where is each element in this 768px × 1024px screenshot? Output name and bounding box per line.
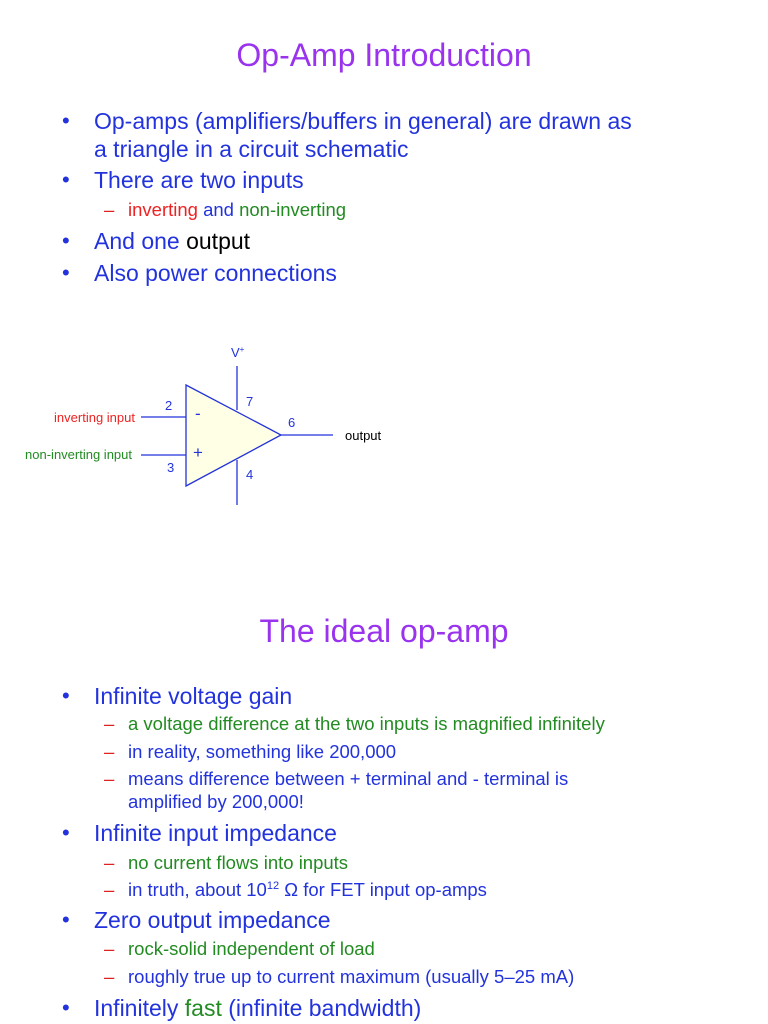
bullet-item: • Infinitely fast (infinite bandwidth) xyxy=(62,994,742,1022)
bullet-item: • There are two inputs xyxy=(62,166,742,194)
sub-bullet-text: rock-solid independent of load xyxy=(128,938,375,959)
bullet-icon: • xyxy=(62,907,70,932)
sub-bullet-text: inverting and non-inverting xyxy=(128,199,347,220)
sub-bullet-item: – in truth, about 1012 Ω for FET input o… xyxy=(104,878,744,901)
bullet-icon: • xyxy=(62,995,70,1020)
pin-3-label: 3 xyxy=(167,460,174,475)
slide-title: The ideal op-amp xyxy=(259,613,509,649)
bullet-item: • Also power connections xyxy=(62,259,742,287)
bullet-icon: • xyxy=(62,108,70,133)
bullet-text: Op-amps (amplifiers/buffers in general) … xyxy=(94,108,632,162)
dash-icon: – xyxy=(104,199,115,220)
bullet-text: There are two inputs xyxy=(94,167,304,193)
pin-4-label: 4 xyxy=(246,467,253,482)
dash-icon: – xyxy=(104,713,115,734)
slide-op-amp-introduction: Op-Amp Introduction • Op-amps (amplifier… xyxy=(25,37,744,512)
dash-icon: – xyxy=(104,879,115,900)
dash-icon: – xyxy=(104,852,115,873)
sub-bullet-item: – roughly true up to current maximum (us… xyxy=(104,965,744,988)
bullet-text: Infinite input impedance xyxy=(94,820,337,846)
sub-bullet-text: means difference between + terminal and … xyxy=(128,768,569,812)
op-amp-schematic: V+ V- 2 3 7 4 6 - + inverting input non-… xyxy=(25,345,382,512)
sub-bullet-item: – rock-solid independent of load xyxy=(104,937,744,960)
vminus-label: V- xyxy=(231,511,243,512)
dash-icon: – xyxy=(104,741,115,762)
pin-6-label: 6 xyxy=(288,415,295,430)
bullet-icon: • xyxy=(62,260,70,285)
bullet-item: • Op-amps (amplifiers/buffers in general… xyxy=(62,107,742,163)
bullet-text: Infinitely fast (infinite bandwidth) xyxy=(94,995,422,1021)
sub-bullet-item: – means difference between + terminal an… xyxy=(104,767,744,813)
bullet-item: • And one output xyxy=(62,227,742,255)
bullet-text: And one output xyxy=(94,228,251,254)
bullet-item: • Infinite voltage gain xyxy=(62,682,742,710)
bullet-text: Zero output impedance xyxy=(94,907,331,933)
dash-icon: – xyxy=(104,938,115,959)
bullet-icon: • xyxy=(62,820,70,845)
sub-bullet-item: – in reality, something like 200,000 xyxy=(104,740,744,763)
sub-bullet-item: – no current flows into inputs xyxy=(104,851,744,874)
bullet-icon: • xyxy=(62,167,70,192)
noninverting-input-label: non-inverting input xyxy=(25,447,132,462)
sub-bullet-text: in truth, about 1012 Ω for FET input op-… xyxy=(128,879,487,900)
minus-sign: - xyxy=(195,404,201,423)
plus-sign: + xyxy=(193,443,203,462)
sub-bullet-item: – a voltage difference at the two inputs… xyxy=(104,712,744,735)
bullet-item: • Infinite input impedance xyxy=(62,819,742,847)
pin-7-label: 7 xyxy=(246,394,253,409)
slide-ideal-op-amp: The ideal op-amp • Infinite voltage gain… xyxy=(0,512,768,1024)
sub-bullet-item: – inverting and non-inverting xyxy=(104,198,744,221)
vplus-label: V+ xyxy=(231,345,245,360)
bullet-text: Also power connections xyxy=(94,260,337,286)
op-amp-triangle xyxy=(185,383,283,488)
bullet-text: Infinite voltage gain xyxy=(94,683,293,709)
dash-icon: – xyxy=(104,966,115,987)
inverting-input-label: inverting input xyxy=(54,410,135,425)
bullet-icon: • xyxy=(62,683,70,708)
sub-bullet-text: a voltage difference at the two inputs i… xyxy=(128,713,605,734)
slide-title: Op-Amp Introduction xyxy=(236,37,532,73)
bullet-item: • Zero output impedance xyxy=(62,906,742,934)
sub-bullet-text: no current flows into inputs xyxy=(128,852,349,873)
sub-bullet-text: in reality, something like 200,000 xyxy=(128,741,397,762)
dash-icon: – xyxy=(104,768,115,789)
bullet-icon: • xyxy=(62,228,70,253)
sub-bullet-text: roughly true up to current maximum (usua… xyxy=(128,966,575,987)
pin-2-label: 2 xyxy=(165,398,172,413)
output-label: output xyxy=(345,428,382,443)
